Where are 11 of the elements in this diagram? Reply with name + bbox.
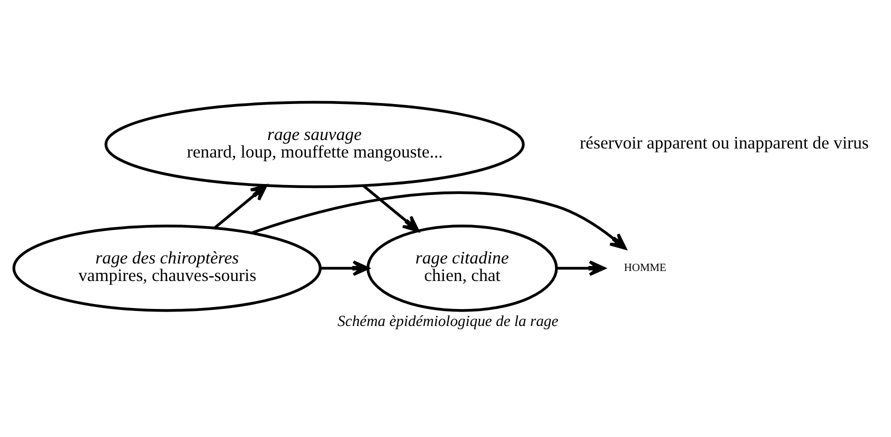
arrow	[214, 184, 268, 228]
arrow	[320, 260, 370, 276]
node-ellipse: rage citadine chien, chat	[366, 224, 558, 312]
arrow	[362, 184, 420, 232]
node-ellipse: rage des chiroptères vampires, chauves-souris	[12, 224, 322, 312]
label: réservoir apparent ou inapparent de virus	[580, 132, 869, 152]
arrow	[250, 190, 627, 250]
caption: Schéma èpidémiologique de la rage	[338, 312, 558, 330]
node-text: HOMME	[624, 261, 666, 274]
arrow	[556, 260, 606, 276]
node-ellipse: rage sauvage renard, loup, mouffette mangouste...	[104, 100, 525, 188]
